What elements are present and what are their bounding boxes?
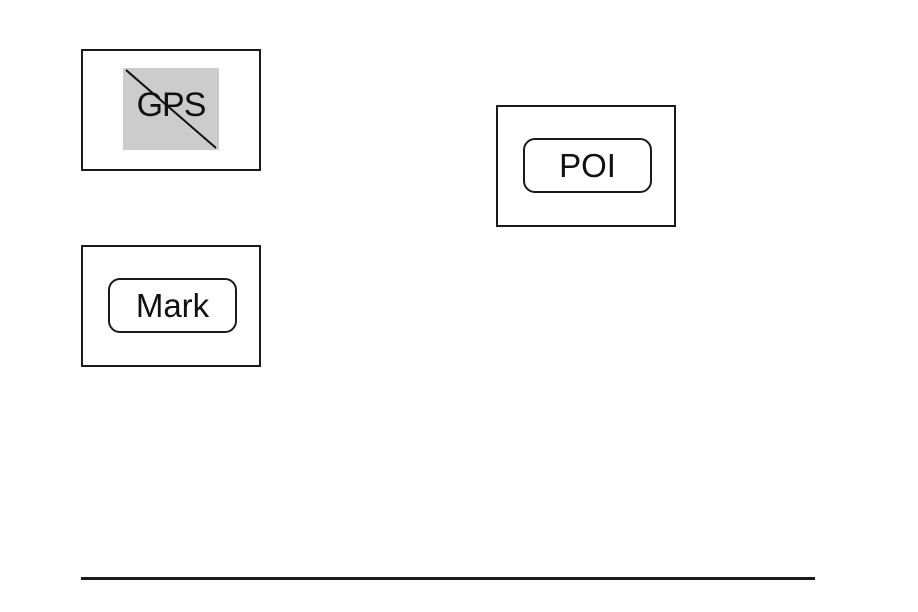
gps-status-illustration: GPS — [81, 49, 261, 171]
poi-button-illustration: POI — [496, 105, 676, 227]
diagonal-slash-icon — [123, 68, 219, 150]
mark-button-label: Mark — [136, 287, 209, 325]
footer-divider — [81, 577, 815, 580]
mark-button[interactable]: Mark — [108, 278, 237, 333]
mark-button-illustration: Mark — [81, 245, 261, 367]
poi-button-label: POI — [559, 147, 616, 185]
gps-unavailable-indicator: GPS — [123, 68, 219, 150]
poi-button[interactable]: POI — [523, 138, 652, 193]
